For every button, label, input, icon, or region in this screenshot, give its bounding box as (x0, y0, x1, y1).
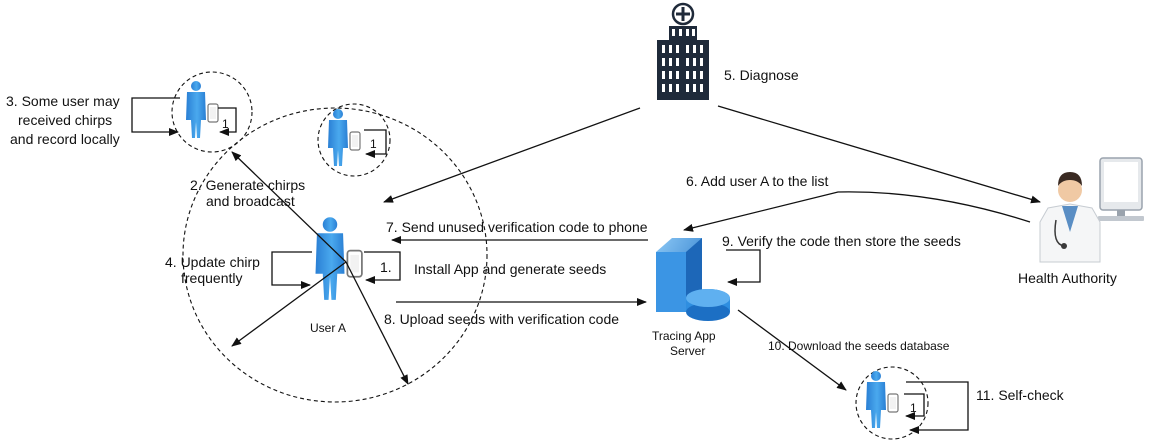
step10-label: 10. Download the seeds database (768, 339, 950, 353)
step9-label: 9. Verify the code then store the seeds (722, 233, 961, 249)
receiver-circle-top-left (171, 71, 253, 153)
step5-label: 5. Diagnose (724, 67, 799, 83)
badge-1-top: 1 (370, 137, 377, 151)
badge-1-top-left: 1 (222, 117, 229, 131)
user-a-label: User A (310, 321, 346, 335)
step3-label-line3: and record locally (10, 131, 120, 147)
chirp-arrow-to-bottom-right (345, 261, 409, 385)
verify-store-loop (726, 249, 761, 286)
step6-label: 6. Add user A to the list (686, 173, 829, 189)
record-locally-loop (131, 97, 180, 136)
health-authority-label: Health Authority (1018, 270, 1117, 286)
server-label-line2: Server (670, 344, 705, 358)
update-chirp-loop (271, 251, 312, 289)
badge-1-bottom-right: 1 (910, 401, 917, 415)
step11-label: 11. Self-check (976, 387, 1065, 403)
step4-label-line1: 4. Update chirp (165, 254, 260, 270)
receiver-user-icon-bottom-right (865, 370, 899, 429)
diagnose-arrow-to-user-a (383, 107, 641, 203)
self-loop-top (364, 129, 387, 158)
doctor-at-computer-icon (1039, 157, 1144, 263)
install-app-loop (364, 251, 401, 284)
self-loop-bottom-right (904, 393, 925, 420)
receiver-circle-bottom-right (855, 366, 929, 440)
download-seeds-arrow (737, 309, 847, 391)
step3-label-line2: received chirps (18, 112, 112, 128)
add-user-arrow (683, 191, 1031, 232)
self-check-loop (906, 381, 969, 434)
step1-label: Install App and generate seeds (414, 261, 606, 277)
receiver-user-icon-top (327, 108, 361, 167)
user-a-icon (314, 216, 363, 301)
receiver-user-icon-top-left (185, 80, 219, 139)
step1-number: 1. (380, 259, 392, 275)
step4-label-line2: frequently (181, 270, 242, 286)
step7-label: 7. Send unused verification code to phon… (386, 219, 648, 235)
broadcast-range-circle (182, 107, 488, 403)
step2-label-line2: and broadcast (206, 193, 295, 209)
step3-label-line1: 3. Some user may (6, 93, 120, 109)
step8-label: 8. Upload seeds with verification code (384, 311, 619, 327)
server-icon (656, 238, 730, 321)
server-label-line1: Tracing App (652, 329, 716, 343)
step2-label-line1: 2. Generate chirps (190, 177, 305, 193)
chirp-arrow-to-top-left (231, 151, 347, 263)
chirp-arrow-to-bottom-left (231, 261, 347, 347)
receiver-circle-top (317, 103, 391, 177)
self-loop-top-left (218, 107, 237, 136)
hospital-building-icon (657, 2, 709, 100)
diagnose-arrow-to-health-authority (717, 105, 1041, 204)
